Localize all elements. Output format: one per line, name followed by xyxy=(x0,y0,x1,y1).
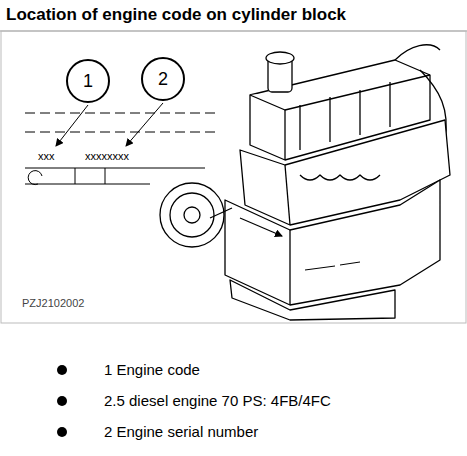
callout-number: 2 xyxy=(158,70,168,88)
legend-item: 2.5 diesel engine 70 PS: 4FB/4FC xyxy=(104,392,331,409)
legend-item: 2 Engine serial number xyxy=(104,423,258,440)
figure-reference: PZJ2102002 xyxy=(22,297,84,310)
figure-title: Location of engine code on cylinder bloc… xyxy=(6,5,346,25)
legend-item: 1 Engine code xyxy=(104,361,200,378)
callout-number: 1 xyxy=(83,72,93,90)
serial-placeholder: xxxxxxxx xyxy=(85,150,129,163)
code-placeholder: xxx xyxy=(38,150,55,163)
callout-circle: 1 xyxy=(66,59,110,103)
callout-circle: 2 xyxy=(141,57,185,101)
